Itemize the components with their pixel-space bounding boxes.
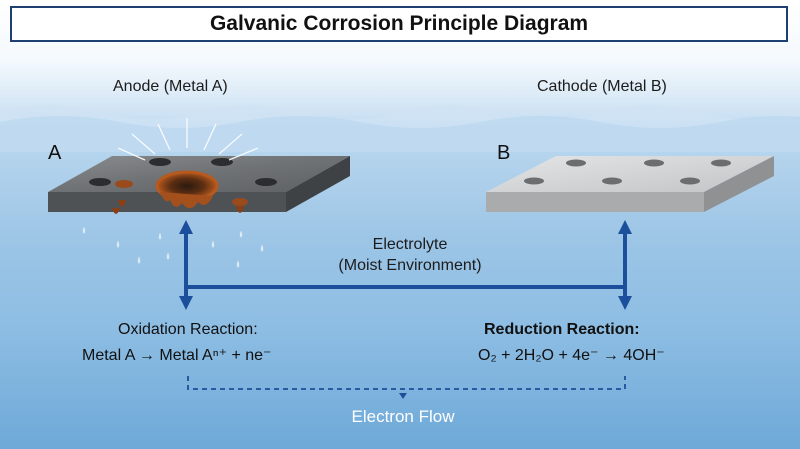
cathode-letter: B — [497, 142, 511, 164]
anode-letter: A — [48, 142, 62, 164]
water-surface — [0, 104, 800, 152]
oxidation-title: Oxidation Reaction: — [118, 321, 258, 338]
oxidation-equation: Metal A → Metal Aⁿ⁺ + ne⁻ — [82, 347, 272, 364]
diagram-title: Galvanic Corrosion Principle Diagram — [209, 12, 589, 35]
electrolyte-line2: (Moist Environment) — [338, 257, 482, 274]
electrolyte-line1: Electrolyte — [372, 236, 448, 253]
anode-label: Anode (Metal A) — [113, 78, 228, 95]
corrosion-sparkle — [117, 118, 259, 161]
electrolyte-circuit — [184, 232, 627, 296]
corrosion-pit — [112, 170, 248, 214]
arrow-heads — [179, 220, 632, 310]
cathode-plate — [486, 156, 774, 212]
cathode-label: Cathode (Metal B) — [537, 78, 667, 95]
electron-flow-path — [187, 376, 626, 390]
electrolyte-label: Electrolyte (Moist Environment) — [310, 234, 510, 276]
reduction-equation: O₂ + 2H₂O + 4e⁻ → 4OH⁻ — [478, 347, 665, 364]
water-droplets — [82, 225, 264, 269]
reduction-title: Reduction Reaction: — [484, 321, 640, 338]
title-box: Galvanic Corrosion Principle Diagram — [10, 6, 788, 42]
electron-flow-arrowhead — [399, 393, 407, 399]
electron-flow-label: Electron Flow — [351, 407, 455, 426]
